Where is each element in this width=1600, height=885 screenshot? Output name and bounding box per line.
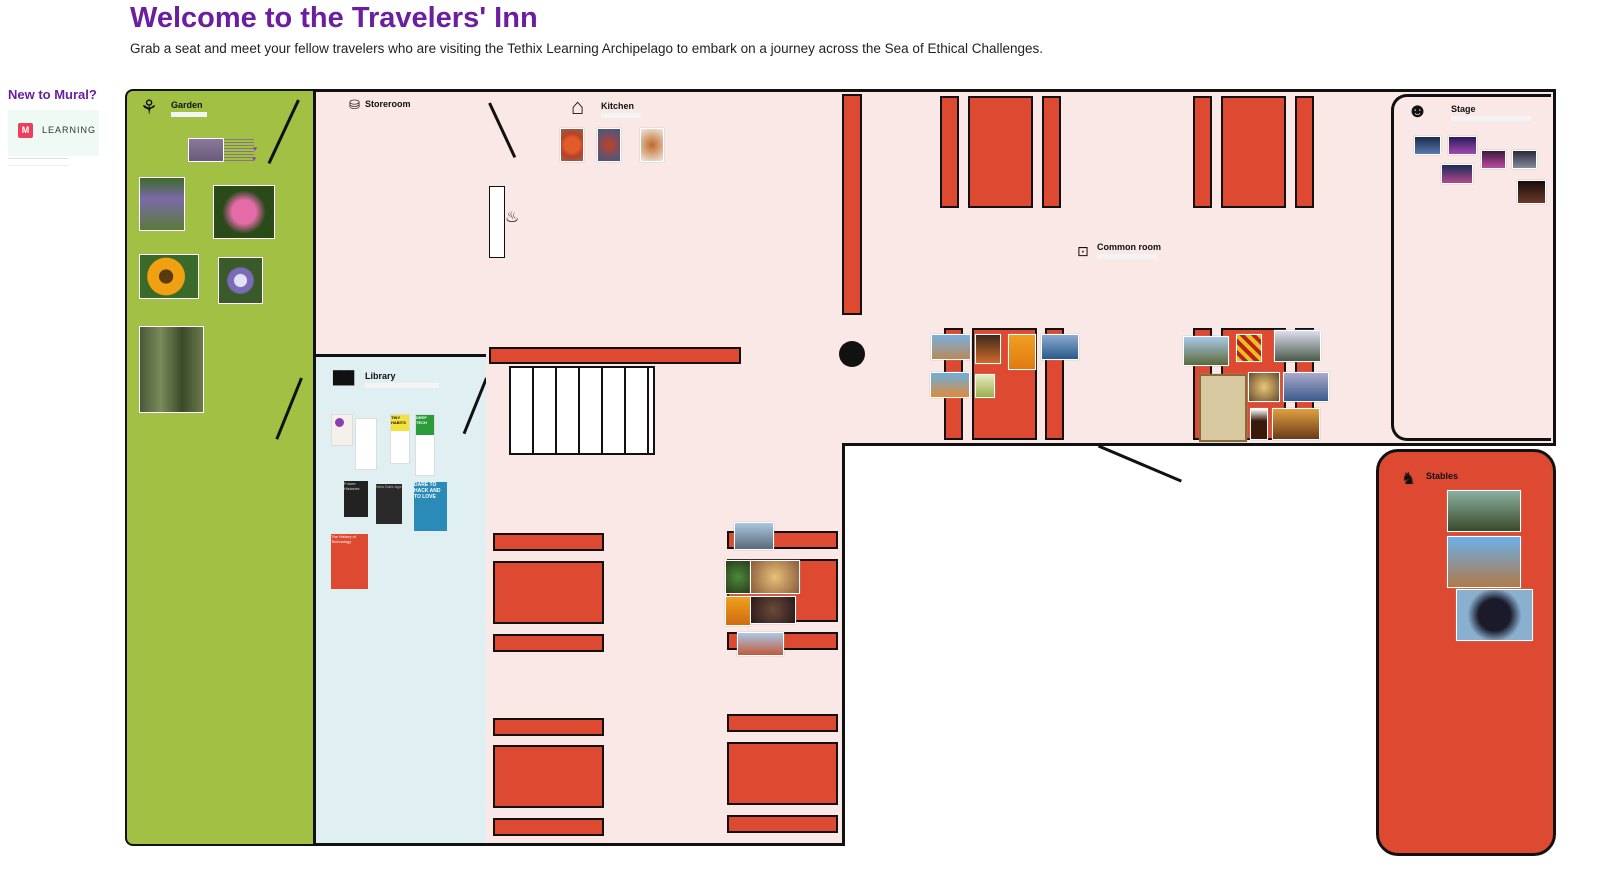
common-room-description	[1097, 254, 1157, 259]
photo-plant[interactable]	[725, 560, 751, 594]
library-label: Library	[365, 371, 396, 381]
library-description	[365, 383, 439, 388]
book-cover-future-histories[interactable]: Future Histories	[344, 481, 368, 517]
stables-label: Stables	[1426, 471, 1459, 481]
stage-photo-band[interactable]	[1414, 136, 1441, 155]
book-cover-new-dark-age[interactable]: New Dark Age	[376, 484, 402, 524]
kitchen-description	[601, 113, 641, 118]
horse-icon: ♞	[1401, 469, 1417, 488]
new-to-mural-heading[interactable]: New to Mural?	[8, 87, 97, 102]
photo-glass[interactable]	[975, 374, 995, 398]
theater-masks-icon: ☻	[1407, 100, 1429, 122]
table[interactable]	[493, 745, 604, 808]
bench[interactable]	[493, 818, 604, 836]
garden-photo-lavender-field[interactable]	[188, 138, 224, 162]
sidebar-tiny-text	[8, 158, 68, 166]
photo-beer[interactable]	[1008, 334, 1036, 370]
book-cover[interactable]	[355, 418, 377, 470]
garden-photo-passionflower[interactable]	[218, 257, 263, 304]
table[interactable]	[493, 561, 604, 624]
photo-map[interactable]	[1199, 374, 1247, 442]
photo-plate[interactable]	[750, 560, 800, 594]
bench[interactable]	[493, 634, 604, 652]
book-cover-deep-tech[interactable]: DEEP TECH	[415, 414, 435, 476]
tulip-icon: ⚘	[140, 97, 158, 119]
mural-logo-icon: M	[18, 123, 33, 138]
photo-castle[interactable]	[1183, 336, 1229, 366]
bar-counter[interactable]	[489, 347, 741, 364]
mural-learning-card[interactable]: M LEARNING	[8, 110, 99, 156]
heart-icon: ♥	[252, 156, 257, 163]
common-room-label: Common room	[1097, 242, 1161, 252]
fireplace-icon: ⊡	[1077, 243, 1089, 259]
storeroom-label: Storeroom	[365, 99, 411, 109]
stables-photo-dragon[interactable]	[1456, 589, 1533, 641]
stage-label: Stage	[1451, 104, 1476, 114]
fireplace-box	[489, 186, 505, 258]
kitchen-photo-dish[interactable]	[597, 128, 621, 162]
garden-note[interactable]	[224, 137, 254, 161]
photo-cocktail[interactable]	[725, 596, 751, 626]
stage-description	[1451, 116, 1531, 121]
storeroom-area[interactable]	[313, 89, 489, 357]
pillar	[839, 341, 865, 367]
bench[interactable]	[940, 96, 959, 208]
photo-town[interactable]	[737, 632, 784, 656]
lower-hall-mask	[487, 442, 842, 448]
table[interactable]	[968, 96, 1033, 208]
fire-icon: ♨	[505, 209, 520, 226]
stables-photo-rider[interactable]	[1447, 490, 1521, 532]
photo-harbor[interactable]	[930, 372, 970, 398]
photo-sunset-town[interactable]	[1272, 408, 1320, 440]
common-room-door	[1097, 444, 1182, 483]
stage-photo-singer[interactable]	[1481, 150, 1506, 169]
bench[interactable]	[727, 714, 838, 732]
garden-photo-sunflower[interactable]	[139, 254, 199, 299]
photo-food[interactable]	[1248, 372, 1280, 402]
learning-label: LEARNING	[42, 125, 97, 135]
stage-photo-group[interactable]	[1517, 180, 1546, 204]
garden-photo-tree-trunk[interactable]	[139, 326, 204, 413]
bench[interactable]	[1193, 96, 1212, 208]
table[interactable]	[727, 742, 838, 805]
heart-icon: ♥	[253, 146, 258, 153]
book-cover-history-of-technology[interactable]: The History of Technology	[331, 534, 368, 589]
photo-flag[interactable]	[1236, 334, 1262, 362]
stage-photo-concert[interactable]	[1448, 136, 1477, 155]
photo-drink[interactable]	[975, 334, 1001, 364]
photo-village[interactable]	[931, 334, 971, 360]
photo-coast[interactable]	[1041, 334, 1079, 360]
garden-description	[171, 112, 207, 117]
stage-photo-show[interactable]	[1441, 164, 1473, 184]
photo-mountain-town[interactable]	[1274, 330, 1321, 362]
book-cover[interactable]	[331, 414, 353, 446]
barrel-icon: ⛁	[349, 97, 360, 112]
book-cover-tiny-habits[interactable]: TINY HABITS	[390, 414, 410, 464]
kitchen-photo-bowl[interactable]	[640, 128, 664, 162]
bench[interactable]	[1295, 96, 1314, 208]
page-subtitle: Grab a seat and meet your fellow travele…	[130, 41, 1044, 56]
bench[interactable]	[1042, 96, 1061, 208]
stove-icon: ⌂	[571, 94, 585, 119]
photo-lake[interactable]	[1283, 372, 1329, 402]
garden-photo-lavender[interactable]	[139, 177, 185, 231]
book-cover-dare-to-hack[interactable]: DARE TO HACK AND TO LOVE	[414, 482, 447, 531]
photo-bottle[interactable]	[1250, 408, 1268, 440]
books-icon: ▮▮▮	[331, 366, 356, 388]
stables-photo-unicorn[interactable]	[1447, 536, 1521, 588]
staircase	[509, 366, 655, 455]
garden-label: Garden	[171, 100, 203, 110]
garden-photo-lily[interactable]	[213, 185, 275, 239]
bench[interactable]	[727, 815, 838, 833]
long-bench[interactable]	[842, 94, 862, 315]
kitchen-label: Kitchen	[601, 101, 635, 111]
stage-photo-stage[interactable]	[1512, 150, 1537, 169]
kitchen-photo-pizza[interactable]	[560, 128, 584, 162]
table[interactable]	[1221, 96, 1286, 208]
page-title: Welcome to the Travelers' Inn	[130, 2, 538, 34]
bench[interactable]	[493, 533, 604, 551]
photo-meal[interactable]	[750, 596, 796, 624]
bench[interactable]	[493, 718, 604, 736]
photo-city-skyline[interactable]	[734, 522, 774, 550]
